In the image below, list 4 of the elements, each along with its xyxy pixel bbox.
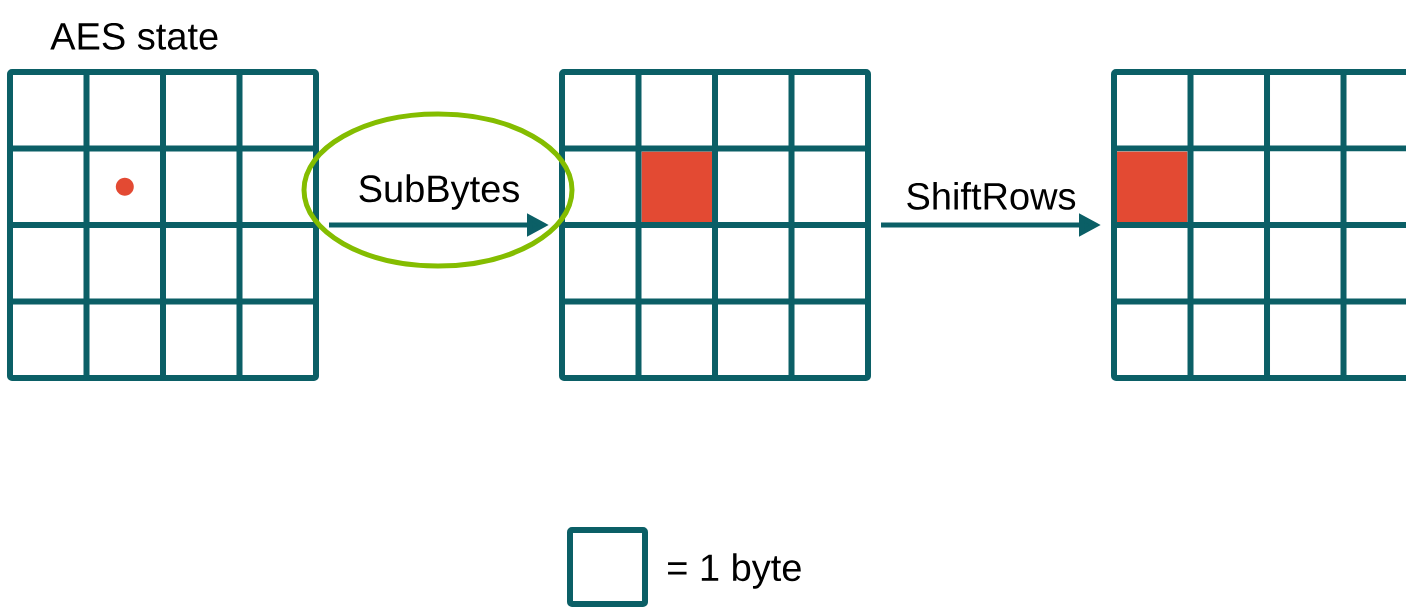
grid-heading: AES state: [50, 22, 218, 50]
edge-label: ShiftRows: [904, 180, 1078, 211]
legend-text: = 1 byte: [668, 553, 801, 589]
edge-label: SubBytes: [356, 173, 522, 211]
